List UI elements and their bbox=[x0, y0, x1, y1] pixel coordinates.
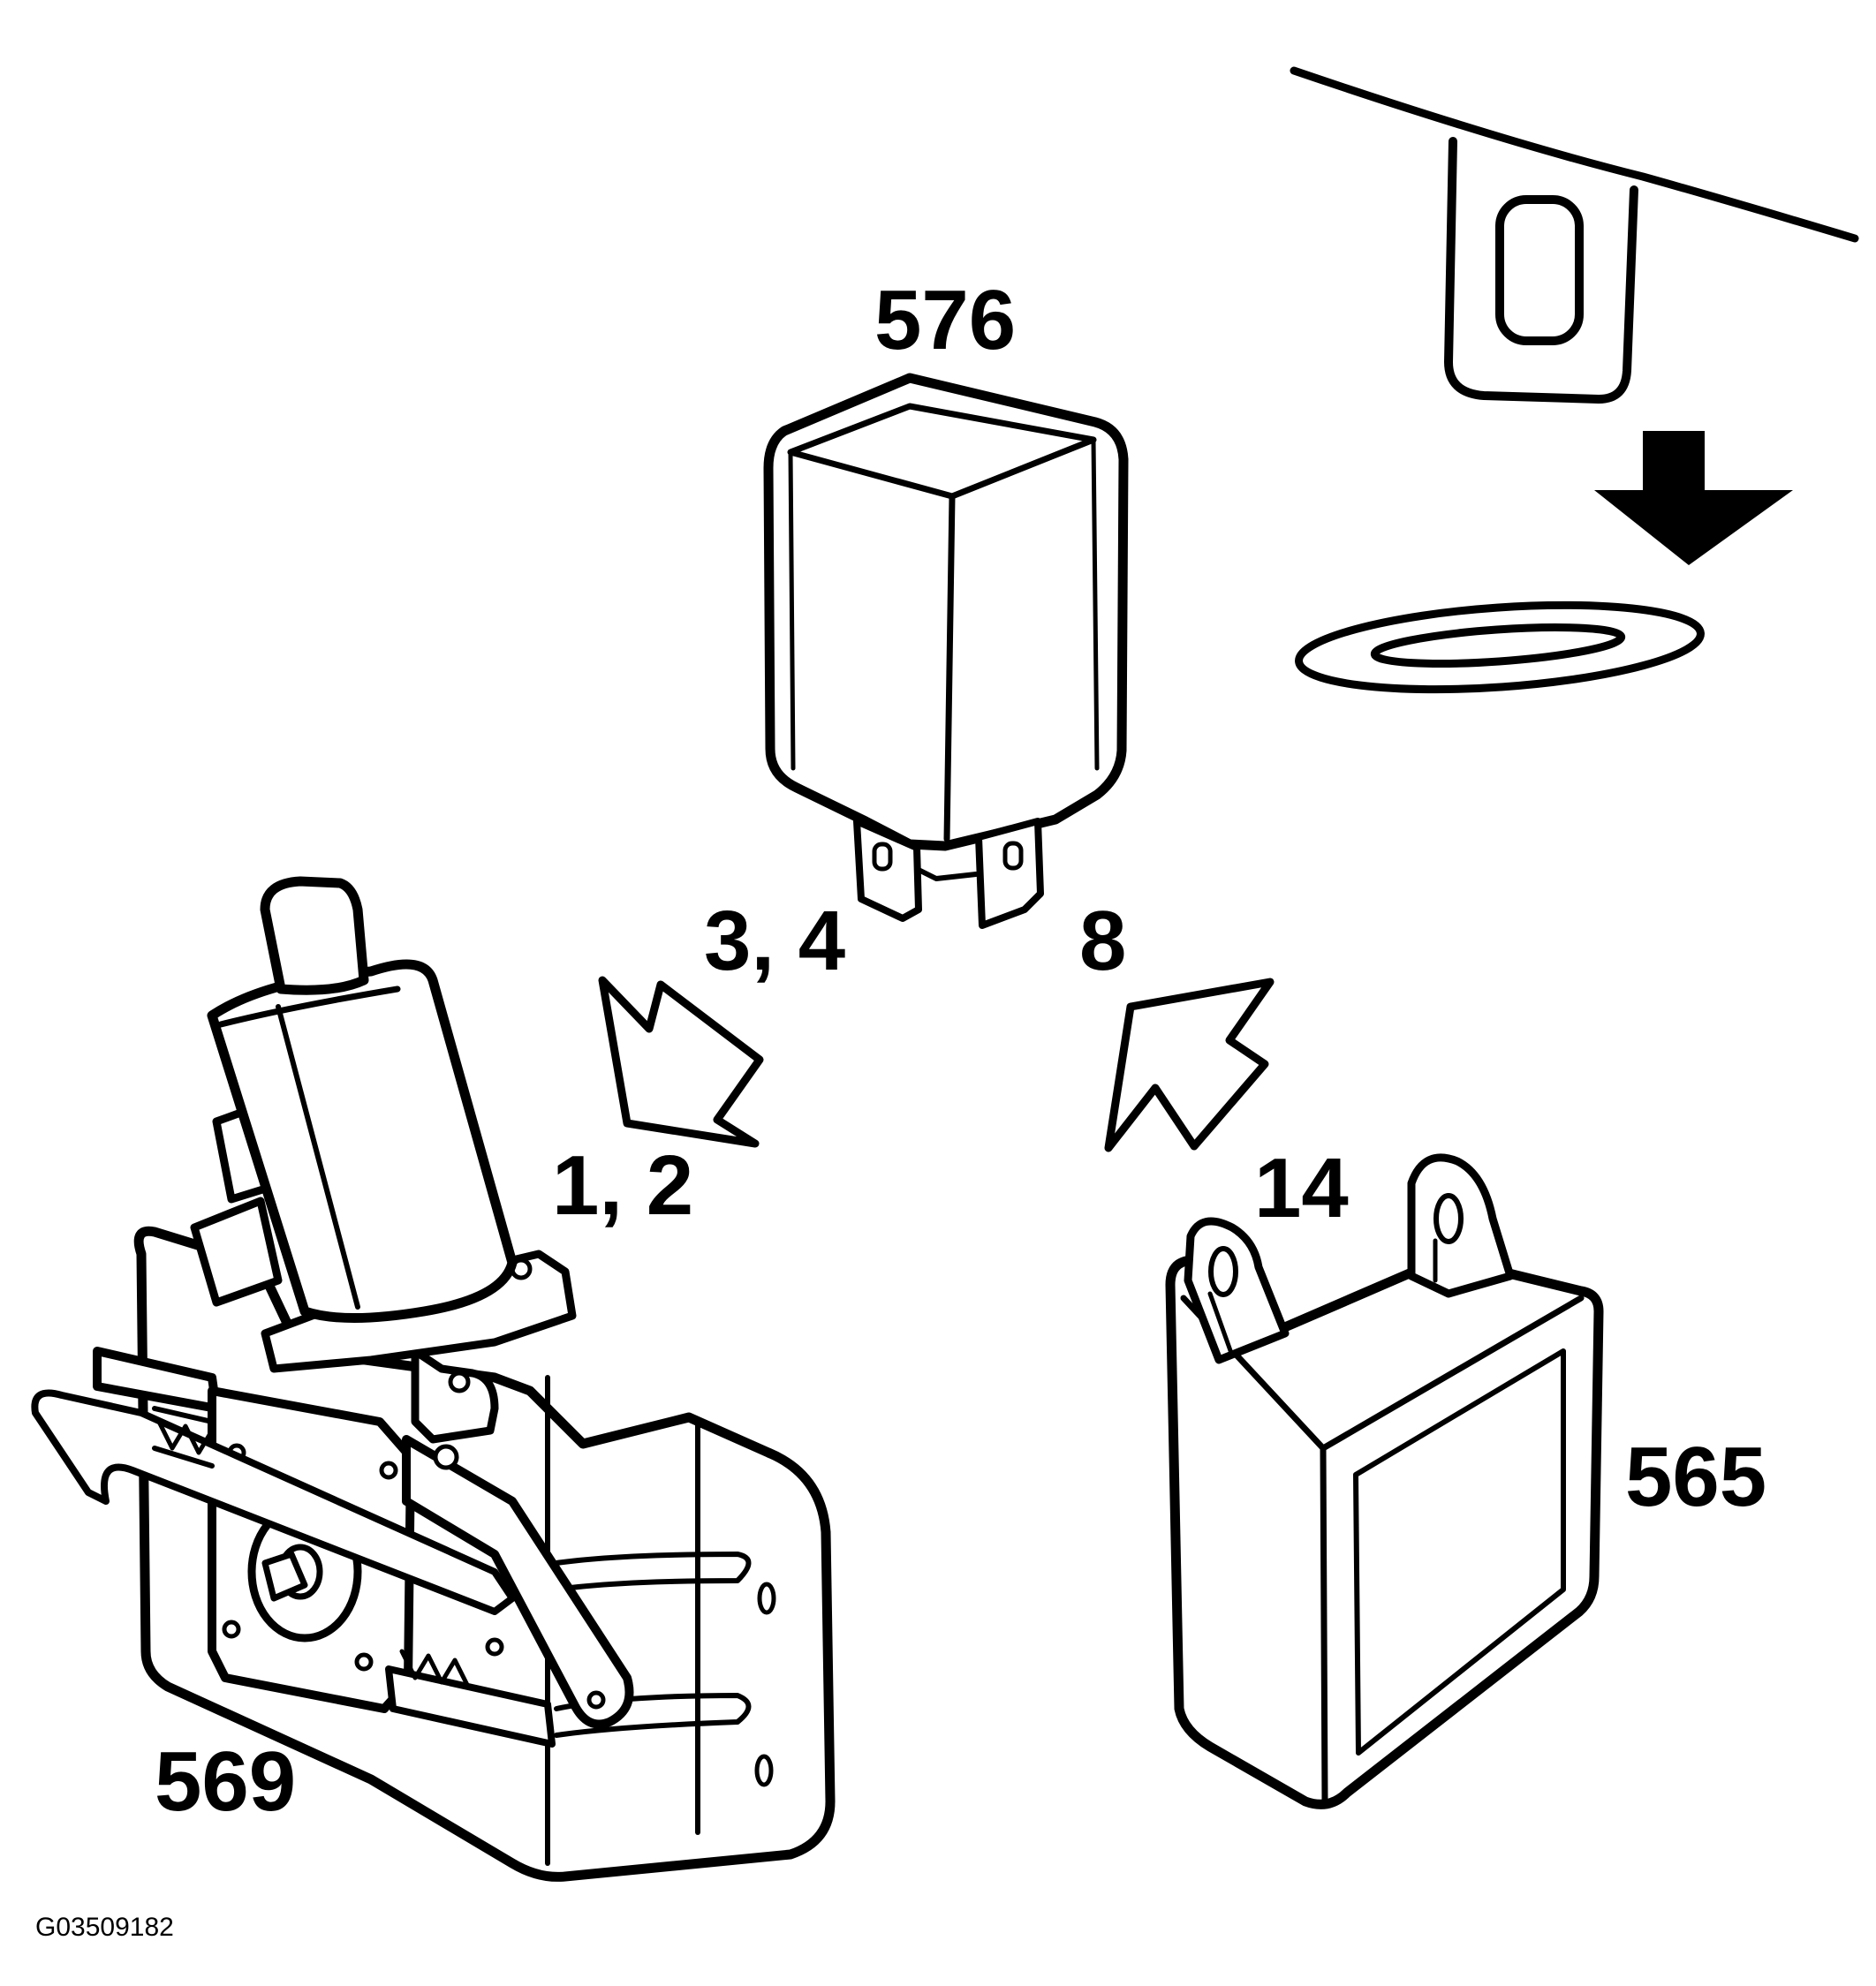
seat-actuator-569 bbox=[31, 876, 836, 1882]
mounting-bracket bbox=[1290, 66, 1859, 404]
callout-pins-3-4: 3, 4 bbox=[704, 894, 846, 988]
callout-relay-576: 576 bbox=[874, 273, 1017, 367]
figure-id: G03509182 bbox=[35, 1913, 174, 1942]
callout-pins-1-2: 1, 2 bbox=[552, 1138, 694, 1233]
arrow-down-icon bbox=[1594, 431, 1793, 565]
callout-pin-14: 14 bbox=[1254, 1141, 1349, 1235]
hollow-arrow-right-icon bbox=[1104, 978, 1275, 1152]
callout-module-565: 565 bbox=[1625, 1430, 1767, 1524]
control-module-565 bbox=[1165, 1153, 1604, 1809]
grommet bbox=[1295, 600, 1705, 694]
callout-pin-8: 8 bbox=[1079, 894, 1127, 988]
relay-576 bbox=[763, 373, 1129, 929]
hollow-arrow-left-icon bbox=[598, 976, 764, 1148]
callout-actuator-569: 569 bbox=[155, 1734, 297, 1829]
